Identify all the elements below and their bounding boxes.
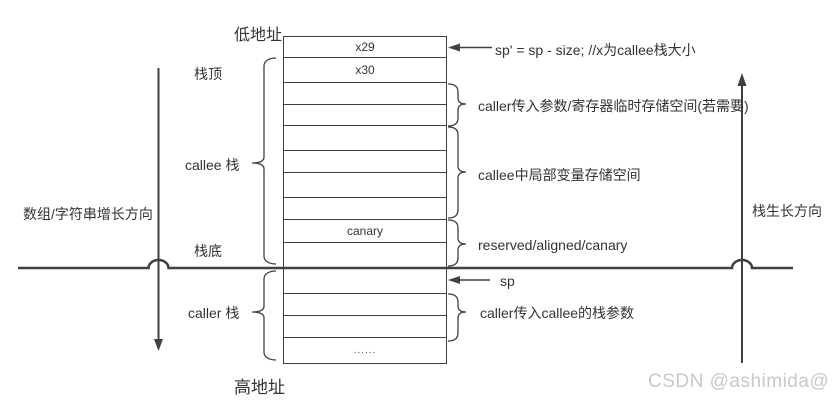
stack-row-label: ...... [353,345,377,356]
stack-row-label: x30 [355,63,375,77]
caller-stack-label: caller 栈 [188,305,240,321]
low-address-label: 低地址 [234,27,283,44]
stack-row [284,243,446,268]
array-growth-arrowhead-icon [154,339,163,351]
stack-row [284,198,446,220]
sp-prime-arrowhead-icon [448,43,460,52]
callee-locals-brace [447,126,467,219]
stack-bottom-label: 栈底 [194,243,222,259]
reserved-canary-annotation: reserved/aligned/canary [478,237,628,253]
callee-locals-annotation: callee中局部变量存储空间 [478,167,641,183]
stack-row [284,151,446,173]
stack-row [284,173,446,198]
callee-stack-label: callee 栈 [185,157,240,173]
stack-row-ellipsis: ...... [284,338,446,363]
stack-row: x30 [284,58,446,83]
memory-stack-box: x29 x30 canary ...... [283,36,447,364]
stack-growth-label: 栈生长方向 [752,203,822,219]
stack-row-canary: canary [284,220,446,243]
stack-row [284,105,446,126]
caller-args-brace [447,83,467,127]
stack-row: x29 [284,37,446,58]
caller-stack-args-brace [447,293,467,342]
sp-arrowhead-icon [448,276,460,284]
stack-growth-arrowhead-icon [737,73,747,86]
sp-annotation: sp [500,273,515,289]
csdn-watermark: CSDN @ashimida@ [648,371,830,392]
array-growth-label: 数组/字符串增长方向 [23,206,153,222]
stack-row [284,268,446,294]
stack-row [284,294,446,316]
reserved-canary-brace [447,219,467,267]
stack-row [284,126,446,151]
stack-row [284,83,446,105]
callee-stack-brace [251,57,277,265]
high-address-label: 高地址 [234,378,285,397]
stack-row [284,316,446,338]
caller-stack-brace [251,270,277,361]
stack-top-label: 栈顶 [194,66,222,82]
stack-row-label: x29 [355,40,375,54]
caller-args-annotation: caller传入参数/寄存器临时存储空间(若需要) [478,98,749,114]
stack-row-label: canary [346,224,384,238]
caller-stack-args-annotation: caller传入callee的栈参数 [480,305,635,321]
sp-prime-annotation: sp' = sp - size; //x为callee栈大小 [495,42,696,58]
